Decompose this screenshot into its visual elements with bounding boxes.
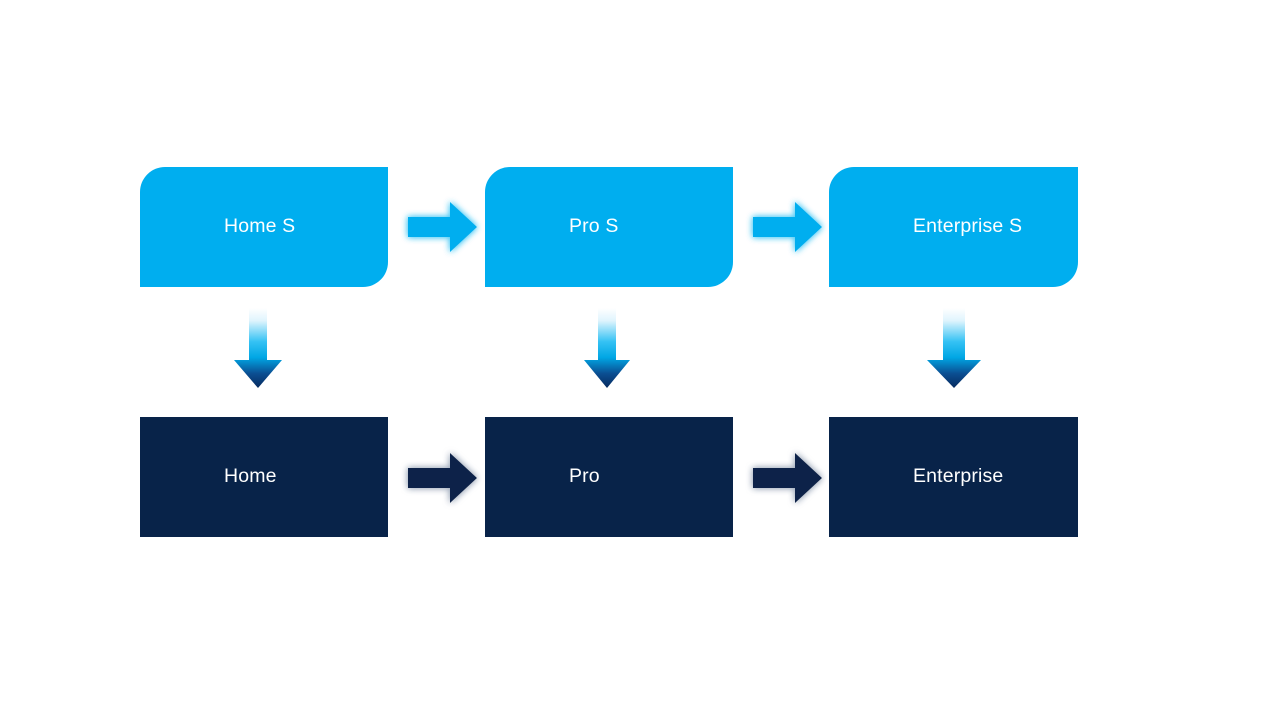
arrow-down-icon [584, 308, 630, 388]
arrow-pro-s-to-enterprise-s [751, 199, 825, 255]
node-enterprise-s[interactable]: Enterprise S [829, 167, 1078, 287]
node-home-s[interactable]: Home S [140, 167, 388, 287]
arrow-pro-s-to-pro [582, 308, 632, 390]
arrow-home-to-pro [406, 450, 480, 506]
node-pro-label: Pro [569, 465, 600, 488]
arrow-enterprise-s-to-enterprise [925, 308, 983, 390]
node-home-s-label: Home S [224, 215, 296, 238]
arrow-home-s-to-home [232, 308, 284, 390]
arrow-right-icon [753, 453, 822, 503]
arrow-pro-to-enterprise [751, 450, 825, 506]
node-home[interactable]: Home [140, 417, 388, 537]
node-enterprise-label: Enterprise [913, 465, 1004, 488]
node-pro[interactable]: Pro [485, 417, 733, 537]
node-pro-s[interactable]: Pro S [485, 167, 733, 287]
node-pro-s-label: Pro S [569, 215, 619, 238]
arrow-home-s-to-pro-s [406, 199, 480, 255]
arrow-down-icon [927, 308, 981, 388]
arrow-right-icon [408, 453, 477, 503]
node-home-label: Home [224, 465, 277, 488]
node-enterprise[interactable]: Enterprise [829, 417, 1078, 537]
arrow-right-icon [408, 202, 477, 252]
arrow-right-icon [753, 202, 822, 252]
arrow-down-icon [234, 308, 282, 388]
node-enterprise-s-label: Enterprise S [913, 215, 1023, 238]
